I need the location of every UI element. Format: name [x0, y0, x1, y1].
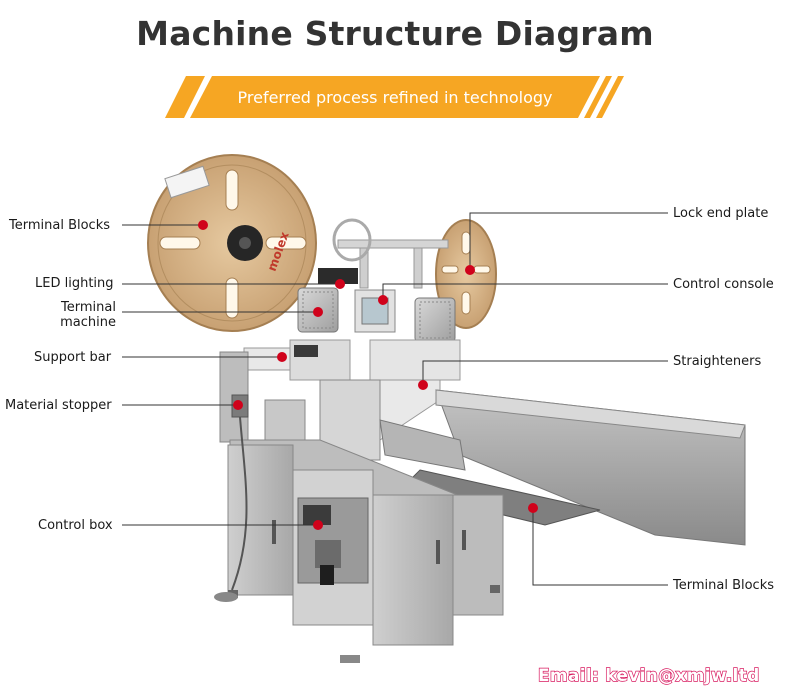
- label-control-console: Control console: [673, 277, 774, 292]
- upper-frame: [318, 218, 449, 289]
- marker-control-console: [378, 295, 388, 305]
- label-terminal-machine-line1: Terminal: [61, 300, 116, 315]
- marker-terminal-machine: [313, 307, 323, 317]
- label-terminal-blocks-bottom: Terminal Blocks: [673, 578, 775, 593]
- banner-graphic: [165, 76, 624, 118]
- page-title: Machine Structure Diagram: [136, 14, 654, 53]
- leader-lines: [122, 212, 668, 586]
- cabinet: [214, 444, 504, 663]
- label-led-lighting: LED lighting: [35, 276, 114, 291]
- marker-material-stopper: [233, 400, 243, 410]
- marker-straighteners: [418, 380, 428, 390]
- marker-dots: [198, 220, 538, 530]
- label-control-box: Control box: [38, 518, 113, 533]
- label-terminal-machine-line2: machine: [60, 315, 116, 330]
- motors: [297, 287, 456, 343]
- marker-led-lighting: [335, 279, 345, 289]
- marker-terminal-blocks-bottom: [528, 503, 538, 513]
- label-lock-end-plate: Lock end plate: [673, 206, 769, 221]
- left-reel: molex: [147, 154, 317, 332]
- discharge-tray: [379, 389, 746, 546]
- label-support-bar: Support bar: [34, 350, 112, 365]
- label-material-stopper: Material stopper: [5, 398, 112, 413]
- banner-subtitle: Preferred process refined in technology: [237, 88, 553, 107]
- marker-lock-end-plate: [465, 265, 475, 275]
- marker-support-bar: [277, 352, 287, 362]
- label-terminal-blocks-top: Terminal Blocks: [9, 218, 111, 233]
- label-straighteners: Straighteners: [673, 354, 762, 369]
- marker-terminal-blocks-top: [198, 220, 208, 230]
- marker-control-box: [313, 520, 323, 530]
- contact-email: Email: kevin@xmjw.ltd: [537, 665, 760, 686]
